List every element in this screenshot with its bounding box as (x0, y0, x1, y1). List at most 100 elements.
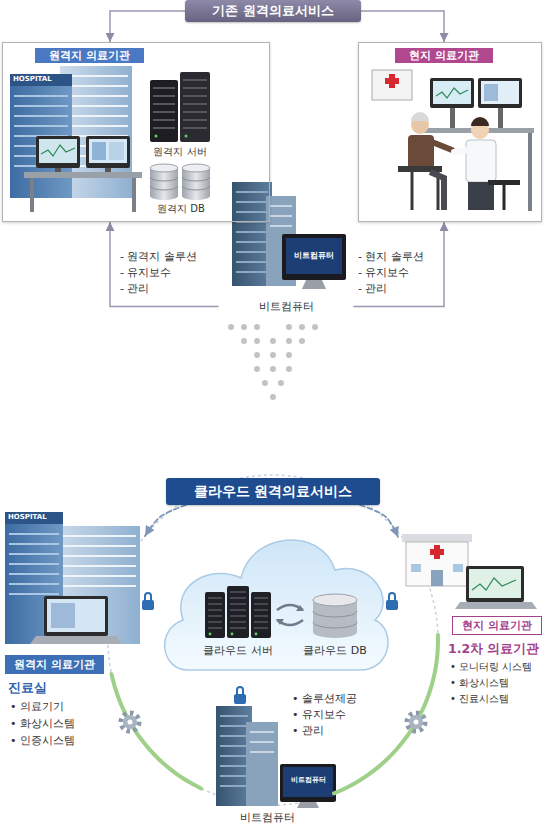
transition-dots (286, 324, 292, 330)
institution-panel: 현지 의료기관 (358, 42, 542, 222)
node-label: 비트컴퓨터 (201, 811, 334, 824)
node-label: 비트컴퓨터 (218, 300, 354, 313)
gear-icon (414, 720, 419, 725)
clinic-illustration (430, 545, 444, 559)
lock-icon (386, 600, 398, 610)
lock-icon (234, 694, 246, 704)
company-building-illustration (302, 280, 326, 289)
desk-monitor-illustration (105, 168, 111, 172)
cloud-shape (230, 609, 246, 611)
transition-dots (286, 366, 292, 372)
clinic-scene-illustration (528, 133, 532, 211)
database-illustration (150, 177, 178, 190)
cloud-shape (230, 615, 246, 617)
bullet-item: • 솔루션제공 (292, 692, 357, 705)
clinic-scene-illustration (466, 140, 496, 182)
clinic-illustration (406, 542, 468, 586)
transition-dots (270, 352, 276, 358)
clinic-scene-illustration (498, 108, 503, 128)
title-banner: 기존 원격의료서비스 (185, 0, 361, 22)
transition-dots (254, 338, 260, 344)
gear-icon (121, 713, 139, 731)
lock-icon (234, 687, 246, 704)
desk-monitor-illustration (55, 168, 61, 172)
company-building-illustration (282, 234, 346, 280)
banner-title: 클라우드 원격의료서비스 (194, 483, 353, 500)
cloud-shape (251, 592, 271, 638)
hospital-illustration (9, 534, 59, 594)
tier-heading: 1.2차 의료기관 (448, 641, 540, 656)
hospital-illustration (10, 66, 132, 198)
cloud-shape (254, 609, 268, 611)
company-building-illustration (286, 238, 342, 274)
service-ring (108, 475, 438, 805)
company-building-illustration (250, 732, 274, 752)
cloud-shape (208, 603, 222, 605)
company-building-illustration (216, 706, 336, 808)
sign-text: HOSPITAL (13, 75, 52, 83)
cloud-shape (255, 633, 258, 636)
lock-icon (386, 593, 398, 610)
clinic-illustration (455, 602, 537, 609)
connector (360, 505, 398, 537)
clinic-illustration (466, 566, 524, 602)
part-label: 원격지 DB (157, 203, 205, 215)
cloud-shape (254, 603, 268, 605)
clinic-illustration (431, 570, 443, 586)
cloud-shape (230, 591, 246, 593)
company-building-illustration (232, 182, 346, 289)
node-label: 클라우드 서버 (203, 644, 273, 657)
clinic-scene-illustration (484, 84, 498, 101)
cloud-shape (205, 592, 225, 638)
cloud-shape (208, 627, 222, 629)
clinic-scene-illustration (430, 78, 474, 108)
clinic-scene-illustration (433, 81, 471, 104)
database-illustration (182, 164, 210, 172)
screen-logo: 비트컴퓨터 (294, 251, 334, 261)
clinic-scene-illustration (436, 88, 468, 98)
connector (110, 222, 218, 306)
clinic-scene-illustration (454, 150, 468, 152)
desk-monitor-illustration (92, 142, 106, 160)
cloud-shape (208, 609, 222, 611)
clinic-scene-illustration (372, 70, 412, 100)
clinic-scene-illustration (412, 172, 438, 210)
transition-dots (299, 324, 305, 330)
institution-node: 원격지 의료기관 (5, 506, 145, 674)
node-label: 원격지 의료기관 (35, 48, 144, 63)
cloud-shape (231, 633, 234, 636)
service-ring (108, 475, 438, 805)
node-label: 현지 의료기관 (452, 616, 542, 635)
desk-monitor-illustration (132, 178, 136, 212)
desk-monitor-illustration (109, 142, 124, 160)
bullet-item: • 인증시스템 (10, 734, 75, 747)
transition-dots (299, 338, 305, 344)
connector (361, 11, 444, 42)
service-item: - 관리 (120, 282, 149, 295)
transition-dots (278, 380, 284, 386)
node-label: 클라우드 DB (303, 644, 367, 657)
company-building-illustration (283, 767, 333, 797)
desk-monitor-illustration (24, 172, 142, 178)
clinic-illustration (402, 534, 537, 609)
bullet-item: • 모니터링 시스템 (450, 661, 532, 673)
cloud-shape (254, 615, 268, 617)
node-label: 현지 의료기관 (395, 48, 493, 63)
hospital-illustration (5, 512, 63, 524)
transition-dots (241, 338, 247, 344)
hospital-illustration (47, 599, 105, 632)
transition-dots (270, 366, 276, 372)
transition-dots (270, 394, 276, 400)
transition-dots (312, 324, 318, 330)
company-building-illustration (236, 192, 268, 272)
cloud-shape (230, 621, 246, 623)
title-banner: 클라우드 원격의료서비스 (166, 478, 380, 505)
clinic-scene-illustration (478, 78, 522, 108)
hospital-illustration (56, 536, 136, 586)
lock-icon (142, 593, 154, 610)
clinic-scene-illustration (450, 108, 455, 128)
